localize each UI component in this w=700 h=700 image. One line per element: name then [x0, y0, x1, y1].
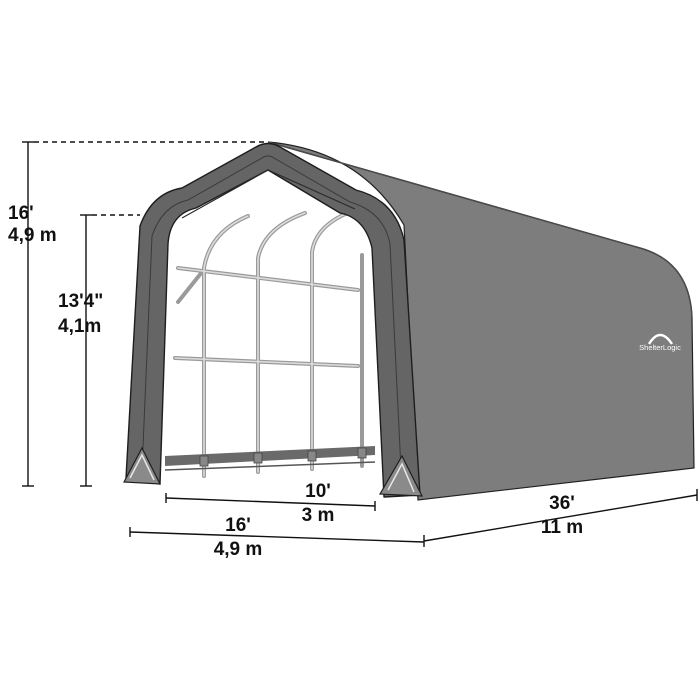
label-door-width: 10' 3 m — [302, 481, 335, 526]
logo-text: ShelterLogic — [639, 343, 681, 352]
dimension-lines — [22, 141, 698, 547]
ridge-edge — [267, 141, 693, 319]
door-width-metric: 3 m — [302, 505, 335, 526]
front-width-metric: 4,9 m — [214, 539, 263, 560]
base-plate-left — [123, 446, 161, 485]
front-arch-panel — [125, 142, 421, 498]
length-metric: 11 m — [541, 517, 583, 538]
label-door-height: 13'4" 4,1m — [58, 291, 103, 337]
label-total-height: 16' 4,9 m — [8, 203, 57, 246]
label-front-width: 16' 4,9 m — [214, 515, 263, 560]
total-height-imperial: 16' — [8, 203, 34, 224]
door-height-imperial: 13'4" — [58, 291, 103, 312]
label-length: 36' 11 m — [541, 493, 583, 538]
front-width-imperial: 16' — [225, 515, 251, 536]
arch-seam — [141, 155, 403, 491]
length-imperial: 36' — [549, 493, 575, 514]
shelter-illustration: ShelterLogic — [123, 141, 695, 501]
door-width-imperial: 10' — [305, 481, 331, 502]
floor-rail — [165, 446, 375, 466]
total-height-metric: 4,9 m — [8, 225, 57, 246]
shelterlogic-logo: ShelterLogic — [639, 333, 681, 352]
door-height-metric: 4,1m — [58, 316, 101, 337]
door-opening — [165, 209, 375, 478]
base-plate-right — [378, 454, 423, 497]
